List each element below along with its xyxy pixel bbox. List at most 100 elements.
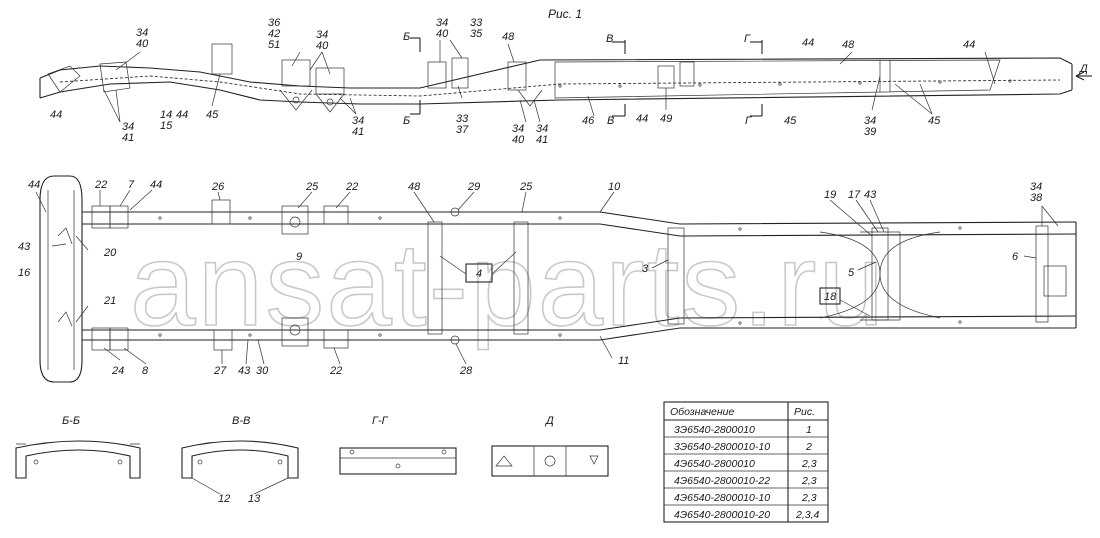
plan-view-leaders xyxy=(35,189,1059,365)
label-44: 44 xyxy=(963,39,975,51)
label-10: 10 xyxy=(608,181,621,193)
section-mark-d: Д xyxy=(1078,63,1088,75)
label-28: 28 xyxy=(459,365,473,377)
section-b-b: Б-Б xyxy=(15,415,141,479)
section-title: В-В xyxy=(232,415,250,427)
section-title: Д xyxy=(544,415,554,427)
label-44: 44 xyxy=(176,109,188,121)
label-48: 48 xyxy=(502,31,515,43)
label-22: 22 xyxy=(345,181,358,193)
section-d: Д xyxy=(491,415,609,477)
label-44: 44 xyxy=(28,179,40,191)
label-44: 44 xyxy=(636,113,648,125)
section-mark-v-bottom: В xyxy=(607,115,614,127)
label-3: 3 xyxy=(642,263,649,275)
figure-title: Рис. 1 xyxy=(548,7,582,21)
label-4: 4 xyxy=(476,268,482,280)
side-view-frame xyxy=(39,43,1073,113)
label-18: 18 xyxy=(824,291,837,303)
label-30: 30 xyxy=(256,365,269,377)
label-22: 22 xyxy=(329,365,342,377)
label-45: 45 xyxy=(928,115,941,127)
label-5: 5 xyxy=(848,267,855,279)
table-header: Рис. xyxy=(794,406,815,418)
label-20: 20 xyxy=(103,247,117,259)
label-7: 7 xyxy=(128,179,135,191)
plan-view-frame xyxy=(39,175,1077,383)
label-8: 8 xyxy=(142,365,149,377)
designation-table: Обозначение Рис. 3Э6540-2800010 1 3Э6540… xyxy=(663,401,829,523)
label-9: 9 xyxy=(296,251,302,263)
section-v-v: В-В 12 13 xyxy=(181,415,299,505)
label-19: 19 xyxy=(824,189,836,201)
section-title: Б-Б xyxy=(62,415,80,427)
label-17: 17 xyxy=(848,189,861,201)
label-24: 24 xyxy=(111,365,124,377)
plan-view-labels: 44 22 7 44 26 25 22 48 29 25 10 19 17 43… xyxy=(18,179,1043,377)
table-cell: 4Э6540-2800010 xyxy=(674,458,755,470)
section-title: Г-Г xyxy=(372,415,389,427)
table-cell: 4Э6540-2800010-20 xyxy=(674,509,770,521)
section-mark-v-top: В xyxy=(606,33,613,45)
table-cell: 3Э6540-2800010-10 xyxy=(674,441,770,453)
section-g-g: Г-Г xyxy=(339,415,457,475)
label-45: 45 xyxy=(784,115,797,127)
table-cell: 4Э6540-2800010-22 xyxy=(674,475,770,487)
label-43: 43 xyxy=(18,241,31,253)
label-44: 44 xyxy=(802,37,814,49)
label-44: 44 xyxy=(150,179,162,191)
table-cell: 2,3 xyxy=(801,475,817,487)
label-6: 6 xyxy=(1012,251,1019,263)
label-11: 11 xyxy=(618,355,629,367)
label-46: 46 xyxy=(582,115,595,127)
label-22: 22 xyxy=(94,179,107,191)
section-mark-b-bottom: Б xyxy=(403,115,410,127)
label-48: 48 xyxy=(842,39,855,51)
section-mark-g-top: Г xyxy=(744,33,751,45)
table-cell: 2,3,4 xyxy=(795,509,820,521)
label-16: 16 xyxy=(18,267,31,279)
label-26: 26 xyxy=(211,181,225,193)
watermark: ansat-parts.ru xyxy=(130,219,886,351)
table-cell: 1 xyxy=(806,424,812,436)
side-view-leaders xyxy=(103,39,996,123)
table-cell: 2,3 xyxy=(801,458,817,470)
label-27: 27 xyxy=(213,365,227,377)
callout-12: 12 xyxy=(218,493,230,505)
table-cell: 3Э6540-2800010 xyxy=(674,424,755,436)
table-cell: 4Э6540-2800010-10 xyxy=(674,492,770,504)
label-21: 21 xyxy=(103,295,116,307)
section-mark-b-top: Б xyxy=(403,31,410,43)
table-cell: 2 xyxy=(805,441,812,453)
section-marks: Б Б В В Г Г Д xyxy=(403,31,1092,127)
label-44: 44 xyxy=(50,109,62,121)
label-48: 48 xyxy=(408,181,421,193)
label-43: 43 xyxy=(864,189,877,201)
label-43: 43 xyxy=(238,365,251,377)
table-header: Обозначение xyxy=(670,406,734,418)
section-mark-g-bottom: Г xyxy=(745,115,752,127)
label-45: 45 xyxy=(206,109,219,121)
label-29: 29 xyxy=(467,181,480,193)
label-25: 25 xyxy=(305,181,319,193)
label-49: 49 xyxy=(660,113,672,125)
callout-13: 13 xyxy=(248,493,261,505)
table-cell: 2,3 xyxy=(801,492,817,504)
label-25: 25 xyxy=(519,181,533,193)
